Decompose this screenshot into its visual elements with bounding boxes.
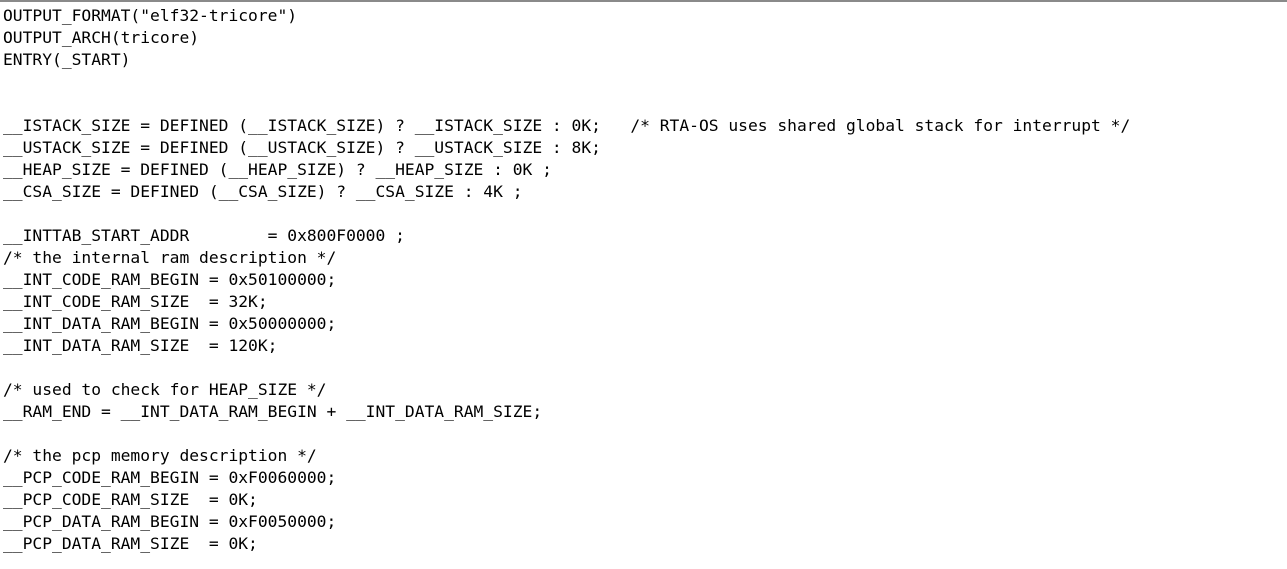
code-line[interactable] [3,423,1130,445]
code-line[interactable]: __PCP_DATA_RAM_SIZE = 0K; [3,534,258,553]
code-line[interactable]: __USTACK_SIZE = DEFINED (__USTACK_SIZE) … [3,138,601,157]
code-line[interactable]: OUTPUT_FORMAT("elf32-tricore") [3,6,298,25]
code-line[interactable]: /* the internal ram description */ [3,248,337,267]
code-line[interactable]: __PCP_CODE_RAM_SIZE = 0K; [3,490,258,509]
code-line[interactable]: __HEAP_SIZE = DEFINED (__HEAP_SIZE) ? __… [3,160,552,179]
code-line[interactable] [3,357,1130,379]
code-line[interactable]: OUTPUT_ARCH(tricore) [3,28,200,47]
code-line[interactable]: __PCP_CODE_RAM_BEGIN = 0xF0060000; [3,468,337,487]
code-line[interactable]: __INT_CODE_RAM_SIZE = 32K; [3,292,268,311]
code-view[interactable]: OUTPUT_FORMAT("elf32-tricore") OUTPUT_AR… [3,5,1130,555]
code-line[interactable]: __ISTACK_SIZE = DEFINED (__ISTACK_SIZE) … [3,116,1131,135]
code-line[interactable] [3,203,1130,225]
code-line[interactable]: ENTRY(_START) [3,50,131,69]
code-line[interactable]: __INTTAB_START_ADDR = 0x800F0000 ; [3,226,405,245]
code-line[interactable] [3,93,1130,115]
code-line[interactable]: __CSA_SIZE = DEFINED (__CSA_SIZE) ? __CS… [3,182,523,201]
code-line[interactable]: /* used to check for HEAP_SIZE */ [3,380,327,399]
code-line[interactable]: __RAM_END = __INT_DATA_RAM_BEGIN + __INT… [3,402,543,421]
code-line[interactable]: __INT_DATA_RAM_BEGIN = 0x50000000; [3,314,337,333]
code-line[interactable]: /* the pcp memory description */ [3,446,317,465]
code-line[interactable]: __PCP_DATA_RAM_BEGIN = 0xF0050000; [3,512,337,531]
code-line[interactable] [3,71,1130,93]
code-line[interactable]: __INT_CODE_RAM_BEGIN = 0x50100000; [3,270,337,289]
code-line[interactable]: __INT_DATA_RAM_SIZE = 120K; [3,336,278,355]
